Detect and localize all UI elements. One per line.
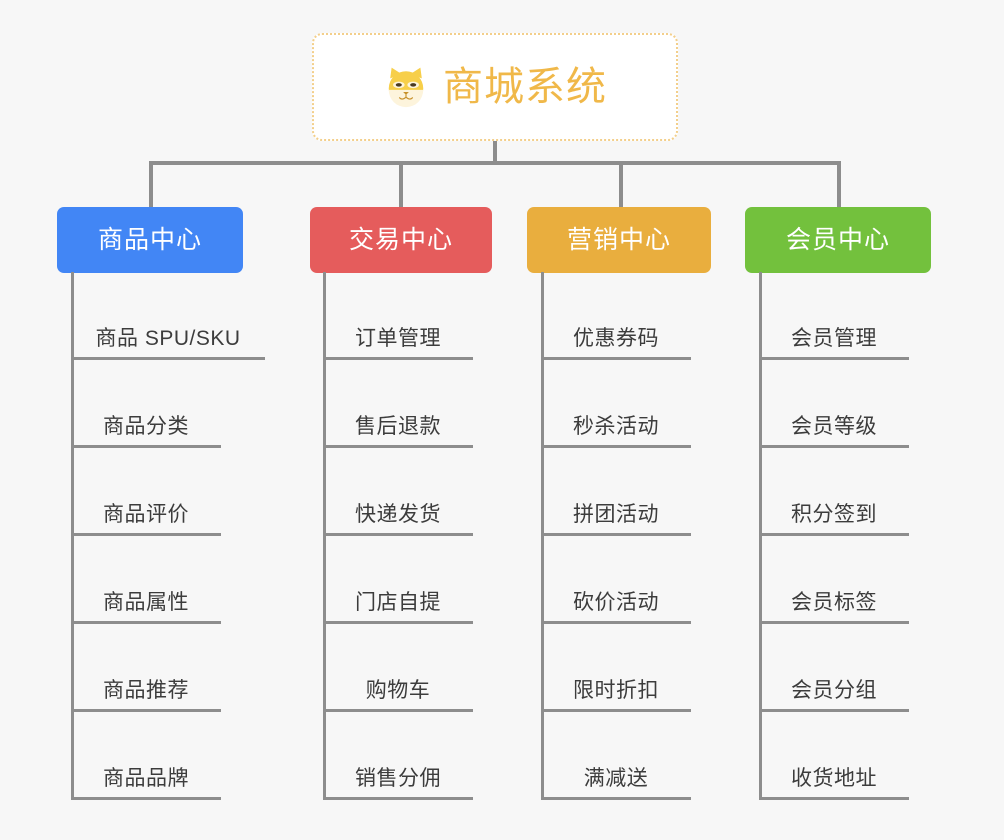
leaf-item[interactable]: 商品属性	[71, 536, 221, 624]
leaf-item-label: 售后退款	[355, 415, 441, 438]
leaf-item-label: 砍价活动	[573, 591, 659, 614]
leaf-item[interactable]: 砍价活动	[541, 536, 691, 624]
leaf-spine	[323, 272, 326, 800]
leaf-underline	[759, 621, 909, 624]
leaf-item-label: 快递发货	[355, 503, 441, 526]
root-node[interactable]: 商城系统	[312, 33, 678, 141]
leaf-underline	[541, 797, 691, 800]
leaf-underline	[541, 357, 691, 360]
connector-drop-2	[399, 161, 403, 207]
leaf-item[interactable]: 商品品牌	[71, 712, 221, 800]
leaf-item[interactable]: 快递发货	[323, 448, 473, 536]
category-node-1[interactable]: 商品中心	[57, 207, 243, 273]
leaf-item-label: 订单管理	[355, 327, 441, 350]
leaf-item[interactable]: 订单管理	[323, 272, 473, 360]
leaf-item-label: 限时折扣	[573, 679, 659, 702]
leaf-underline	[323, 533, 473, 536]
leaf-item[interactable]: 商品分类	[71, 360, 221, 448]
connector-drop-3	[619, 161, 623, 207]
leaf-underline	[71, 621, 221, 624]
connector-drop-1	[149, 161, 153, 207]
leaf-underline	[323, 357, 473, 360]
leaf-item-label: 会员分组	[791, 679, 877, 702]
leaf-item[interactable]: 会员等级	[759, 360, 909, 448]
leaf-item[interactable]: 商品评价	[71, 448, 221, 536]
leaf-item[interactable]: 会员分组	[759, 624, 909, 712]
leaf-item[interactable]: 商品推荐	[71, 624, 221, 712]
category-label: 交易中心	[348, 225, 453, 254]
leaf-item-label: 商品 SPU/SKU	[95, 327, 241, 350]
leaf-item-label: 拼团活动	[573, 503, 659, 526]
leaf-item[interactable]: 满减送	[541, 712, 691, 800]
leaf-item-label: 秒杀活动	[573, 415, 659, 438]
leaf-item-label: 收货地址	[791, 767, 877, 790]
leaf-spine	[541, 272, 544, 800]
leaf-item-label: 商品属性	[103, 591, 189, 614]
leaf-underline	[541, 709, 691, 712]
leaf-underline	[323, 445, 473, 448]
category-label: 商品中心	[97, 225, 202, 254]
leaf-underline	[323, 797, 473, 800]
leaf-underline	[759, 709, 909, 712]
category-node-4[interactable]: 会员中心	[745, 207, 931, 273]
category-label: 会员中心	[785, 225, 890, 254]
leaf-item[interactable]: 拼团活动	[541, 448, 691, 536]
leaf-underline	[323, 709, 473, 712]
leaf-item[interactable]: 购物车	[323, 624, 473, 712]
shiba-dog-face-icon	[388, 67, 424, 108]
leaf-underline	[541, 445, 691, 448]
leaf-item[interactable]: 收货地址	[759, 712, 909, 800]
leaf-item[interactable]: 限时折扣	[541, 624, 691, 712]
leaf-item[interactable]: 会员标签	[759, 536, 909, 624]
category-label: 营销中心	[566, 225, 671, 254]
leaf-item-label: 购物车	[365, 679, 431, 702]
leaf-item-label: 会员标签	[791, 591, 877, 614]
leaf-item-label: 满减送	[583, 767, 649, 790]
leaf-item[interactable]: 售后退款	[323, 360, 473, 448]
leaf-item-label: 优惠券码	[573, 327, 659, 350]
root-title: 商城系统	[443, 65, 607, 109]
leaf-underline	[541, 533, 691, 536]
category-node-2[interactable]: 交易中心	[310, 207, 492, 273]
leaf-item[interactable]: 秒杀活动	[541, 360, 691, 448]
leaf-item-label: 会员等级	[791, 415, 877, 438]
leaf-underline	[323, 621, 473, 624]
leaf-item-label: 门店自提	[355, 591, 441, 614]
leaf-item-label: 销售分佣	[355, 767, 441, 790]
leaf-underline	[541, 621, 691, 624]
leaf-spine	[71, 272, 74, 800]
leaf-item[interactable]: 会员管理	[759, 272, 909, 360]
leaf-item-label: 会员管理	[791, 327, 877, 350]
leaf-underline	[71, 709, 221, 712]
leaf-item[interactable]: 门店自提	[323, 536, 473, 624]
leaf-item[interactable]: 商品 SPU/SKU	[71, 272, 265, 360]
leaf-item[interactable]: 销售分佣	[323, 712, 473, 800]
leaf-item-label: 商品推荐	[103, 679, 189, 702]
leaf-underline	[71, 357, 265, 360]
leaf-item-label: 商品分类	[103, 415, 189, 438]
leaf-underline	[71, 445, 221, 448]
leaf-underline	[71, 797, 221, 800]
leaf-underline	[759, 533, 909, 536]
connector-root-stem	[493, 141, 497, 164]
leaf-underline	[759, 357, 909, 360]
leaf-underline	[759, 445, 909, 448]
category-node-3[interactable]: 营销中心	[527, 207, 711, 273]
leaf-item-label: 商品品牌	[103, 767, 189, 790]
leaf-item[interactable]: 优惠券码	[541, 272, 691, 360]
leaf-spine	[759, 272, 762, 800]
connector-drop-4	[837, 161, 841, 207]
leaf-item-label: 商品评价	[103, 503, 189, 526]
leaf-item[interactable]: 积分签到	[759, 448, 909, 536]
leaf-underline	[71, 533, 221, 536]
leaf-underline	[759, 797, 909, 800]
connector-horizontal-bus	[149, 161, 841, 165]
leaf-item-label: 积分签到	[791, 503, 877, 526]
